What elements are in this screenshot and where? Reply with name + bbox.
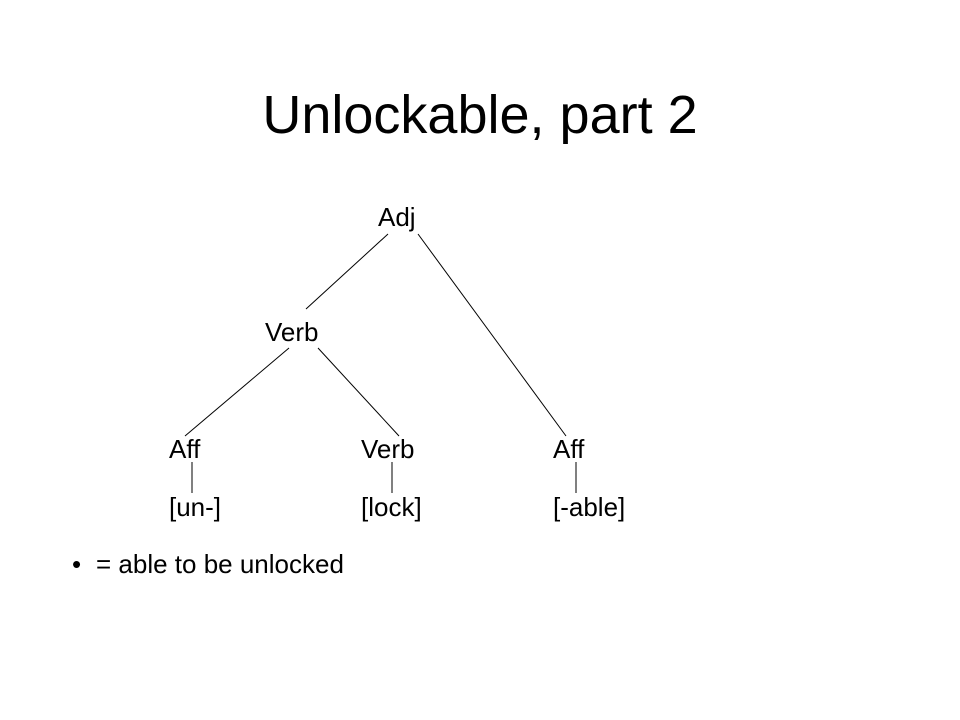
node-verb-lock: Verb xyxy=(361,434,415,464)
branch-verb-to-un xyxy=(184,347,290,437)
bullet-marker: • xyxy=(72,549,82,579)
branch-adj-to-able xyxy=(417,233,567,437)
node-aff-able: Aff xyxy=(553,434,585,464)
node-aff-un: Aff xyxy=(169,434,201,464)
bullet-item: • = able to be unlocked xyxy=(72,551,344,577)
branch-verb-to-lock xyxy=(317,347,400,437)
morpheme-able: [-able] xyxy=(553,492,626,522)
branch-adj-to-verb xyxy=(305,233,389,310)
bullet-text: = able to be unlocked xyxy=(96,549,344,579)
morpheme-lock: [lock] xyxy=(361,492,422,522)
morpheme-un: [un-] xyxy=(169,492,222,522)
slide-title: Unlockable, part 2 xyxy=(262,85,698,145)
node-adj: Adj xyxy=(378,202,416,232)
node-verb: Verb xyxy=(265,317,319,347)
